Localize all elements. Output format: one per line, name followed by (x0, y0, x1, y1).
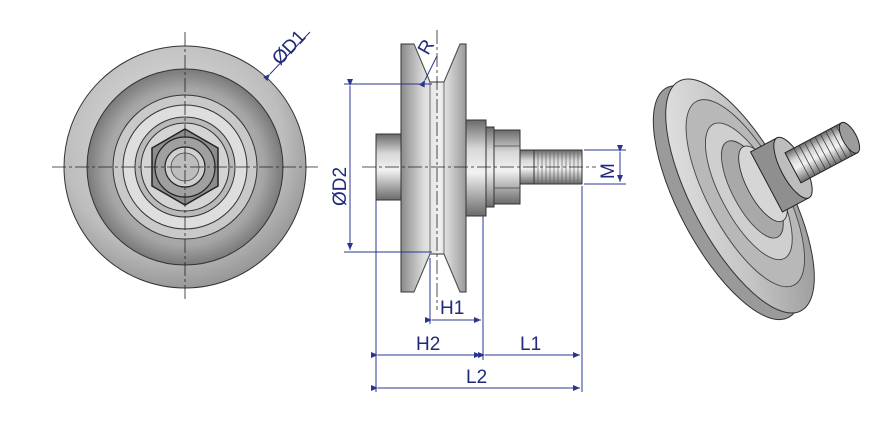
m-label: M (598, 163, 619, 179)
groove-edge-left (413, 43, 431, 293)
l2-label: L2 (466, 367, 487, 388)
r-leader (419, 55, 438, 88)
iso-stud-end (838, 121, 861, 154)
d1-leader (263, 31, 311, 82)
front-view: ØD1 (52, 27, 318, 300)
isometric-view (652, 78, 861, 321)
groove-edge-right (443, 43, 461, 293)
hub-right (465, 119, 487, 217)
d2-label: ØD2 (330, 167, 351, 206)
d1-label: ØD1 (268, 27, 310, 70)
h2-label: H2 (416, 334, 440, 355)
v-wheel-profile (400, 43, 467, 293)
h1-label: H1 (440, 298, 464, 319)
side-view: R ØD2 M H1 H2 L1 L2 (330, 30, 626, 392)
l1-label: L1 (520, 334, 541, 355)
